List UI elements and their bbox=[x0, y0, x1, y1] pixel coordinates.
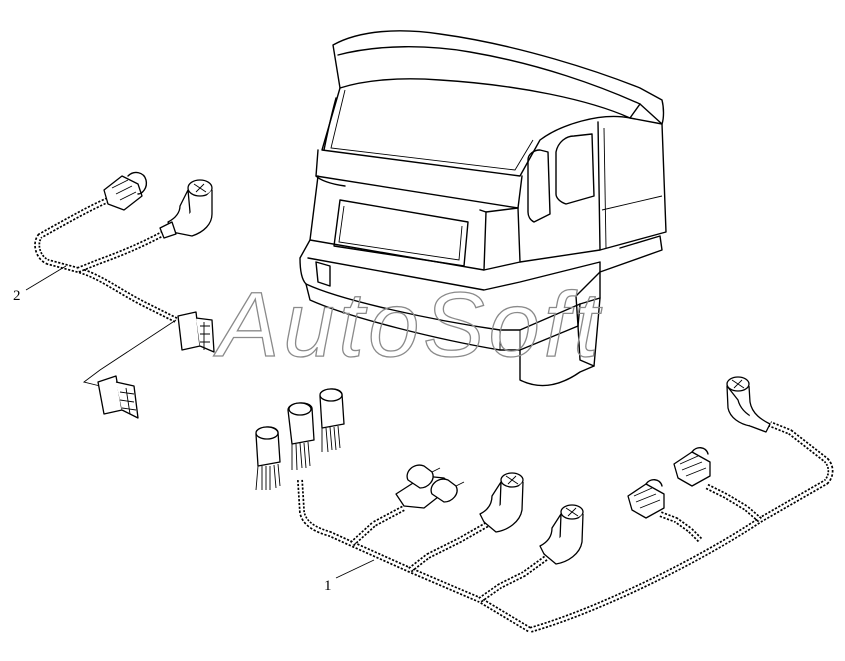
callout-2: 2 bbox=[13, 265, 67, 304]
loose-block-connector bbox=[97, 375, 139, 419]
callout-2-leader bbox=[25, 265, 67, 291]
callout-1-label: 1 bbox=[324, 578, 332, 594]
truck-cab bbox=[299, 30, 667, 387]
elbow-connector-middle bbox=[479, 472, 524, 533]
block-connector bbox=[177, 311, 215, 353]
connector-plug bbox=[103, 171, 148, 211]
callout-1-leader bbox=[335, 559, 375, 579]
wiring-harness-2 bbox=[34, 171, 215, 419]
plug-connector-right-2 bbox=[673, 447, 711, 487]
plug-connector-right-1 bbox=[627, 479, 665, 519]
round-plug-cluster bbox=[255, 388, 345, 491]
elbow-connector-far-right bbox=[726, 376, 771, 433]
elbow-connector bbox=[159, 179, 213, 239]
callout-2-label: 2 bbox=[13, 288, 21, 304]
bulb-holder-pair bbox=[395, 464, 465, 509]
watermark-text: AutoSoft bbox=[213, 274, 603, 376]
elbow-connector-lower bbox=[539, 504, 584, 565]
callout-1: 1 bbox=[324, 559, 375, 594]
wiring-harness-1 bbox=[255, 376, 834, 633]
